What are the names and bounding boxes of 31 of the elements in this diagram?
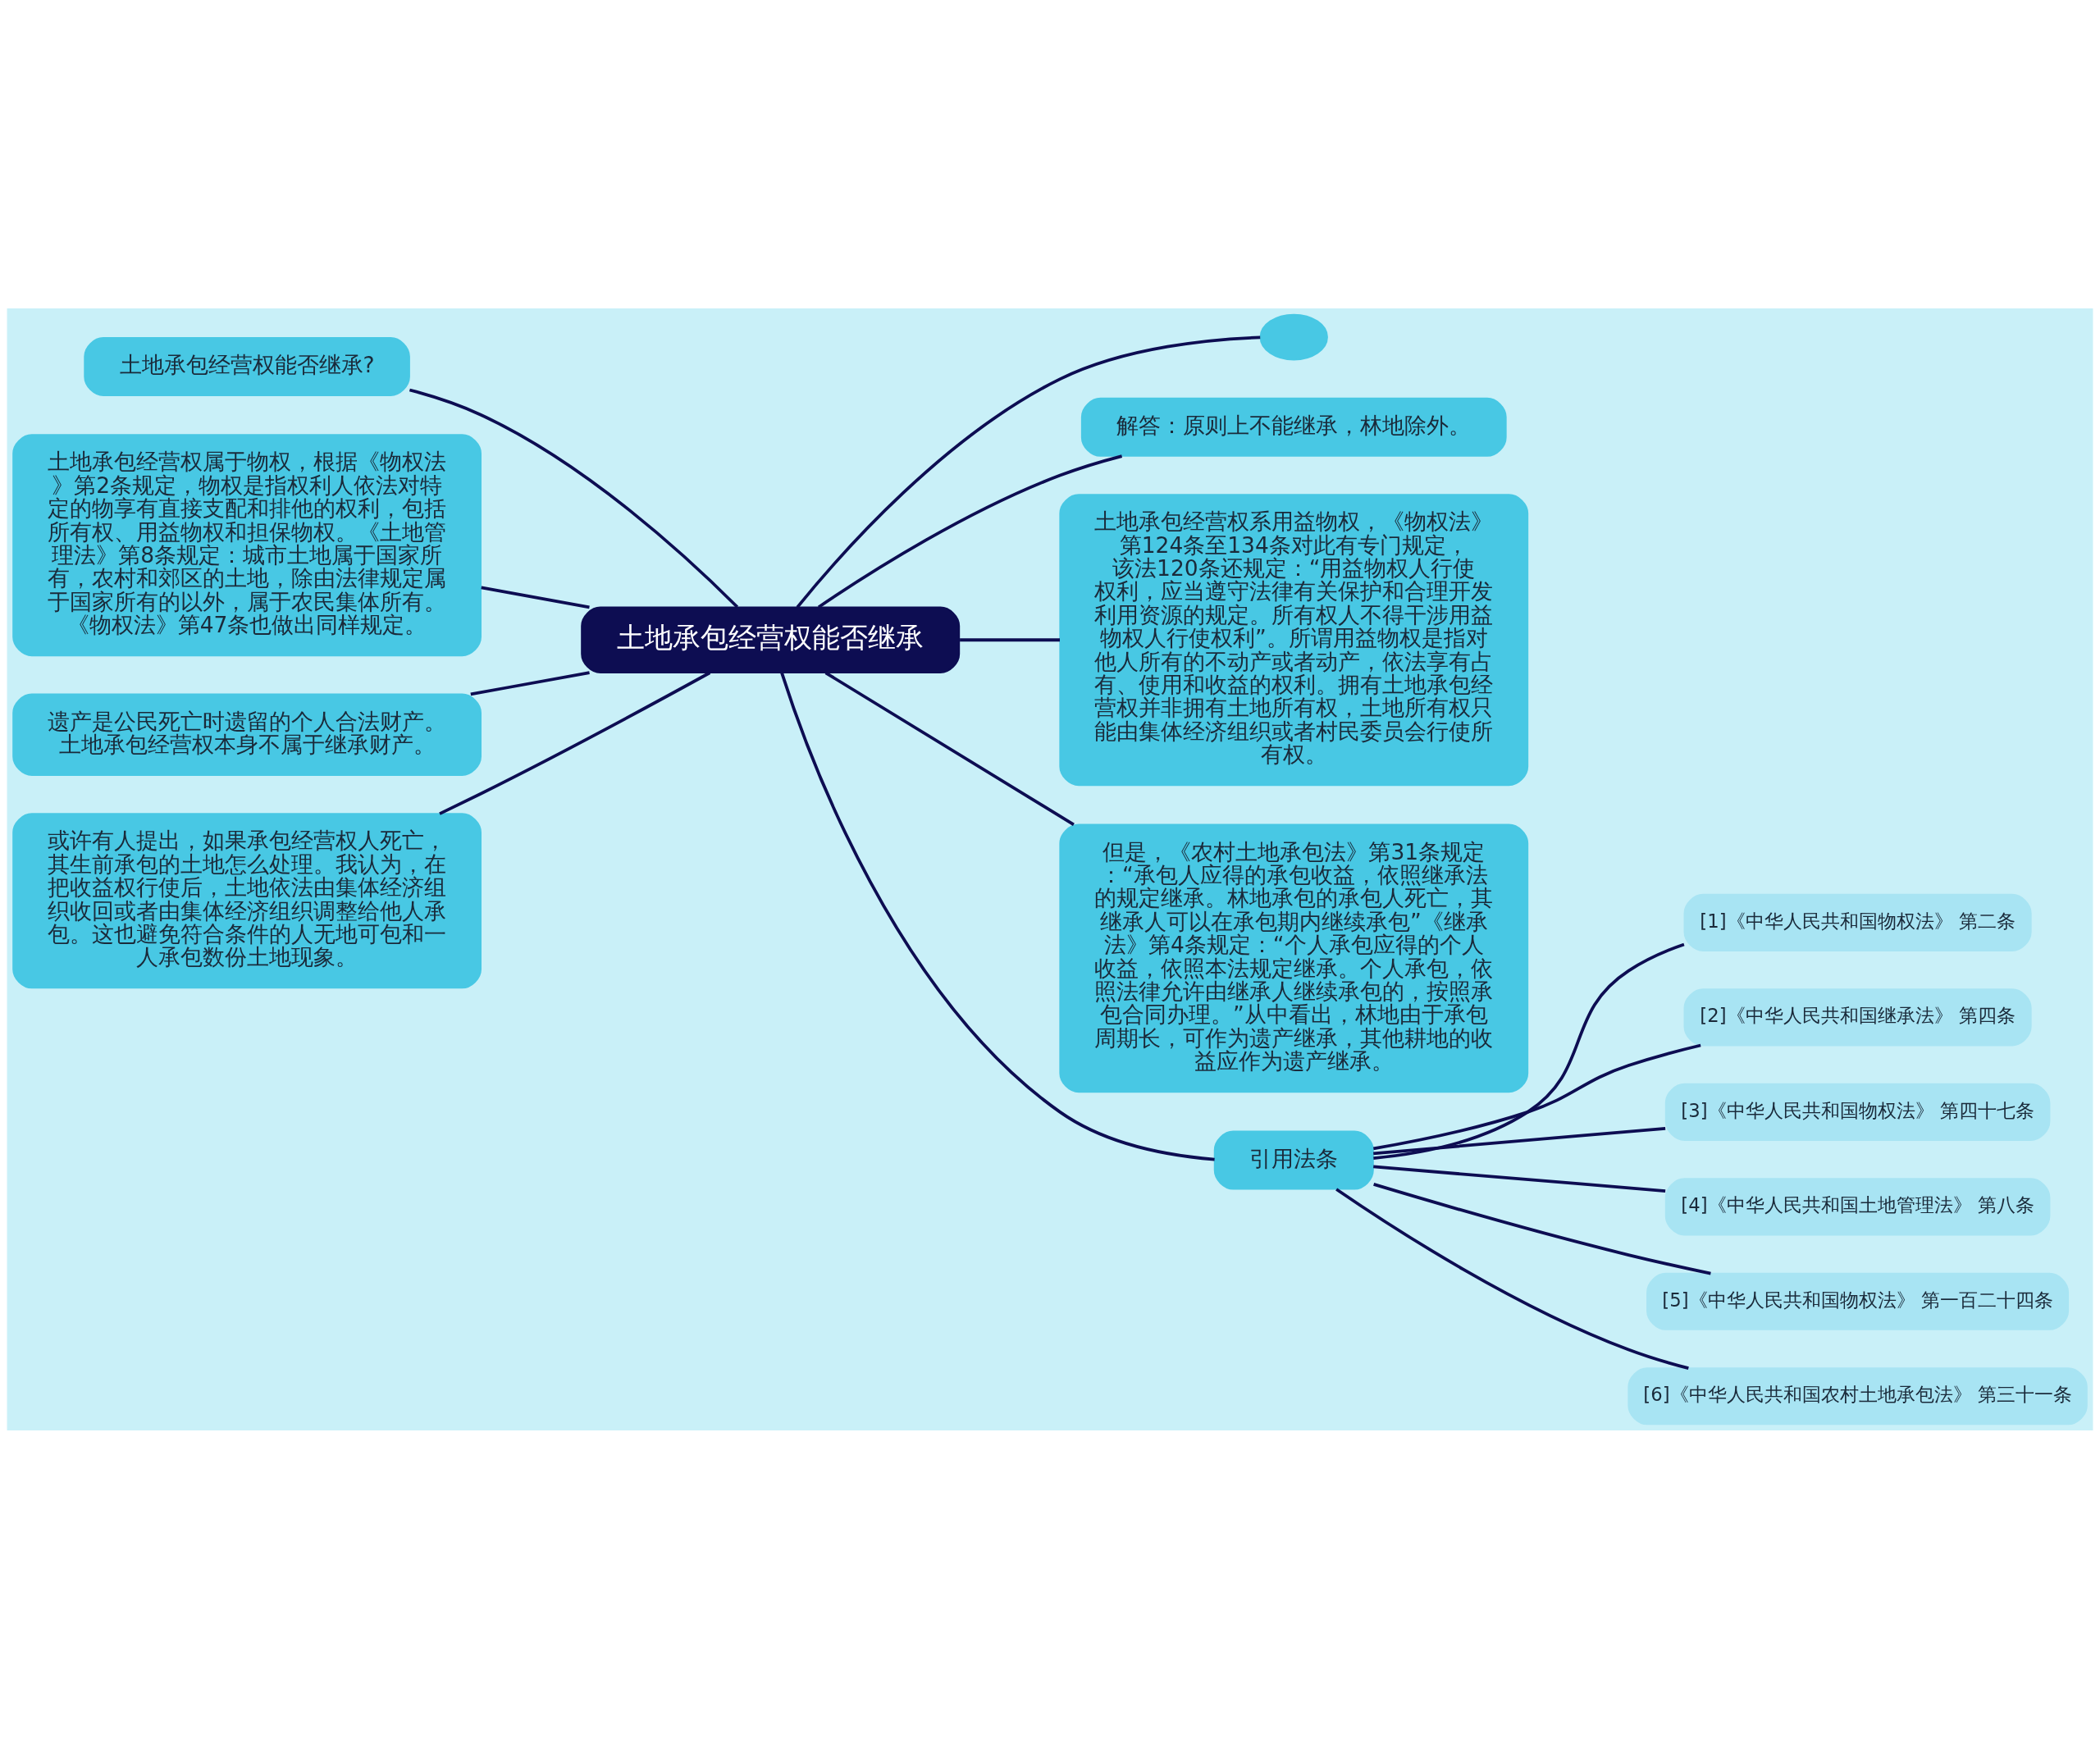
- connector: [439, 671, 711, 815]
- node-box: [5]《中华人民共和国物权法》 第一百二十四条: [1646, 1272, 2070, 1330]
- connector: [1373, 1165, 1666, 1193]
- connector: [470, 670, 590, 696]
- node-box: 引用法条: [1213, 1130, 1374, 1189]
- connector: [960, 637, 1060, 641]
- connector: [1373, 1182, 1711, 1275]
- connector: [824, 671, 1075, 826]
- connector: [1372, 1043, 1701, 1150]
- node-box: 但是，《农村土地承包法》第31条规定：“承包人应得的承包收益，依照继承法的规定继承。林地承包的承包人死亡，其继承人可以在承包期内继续承包”《继承法》第4条规定：“个人承包应得的个人收益，依照本法规定继承。个人承包，依照法律允许由继承人继续承包的，按照承包合同办理。”从中看出，林地由于承包周期长，可作为遗产继承，其他耕地的收益应作为遗产继承。: [1059, 823, 1529, 1093]
- node-box: [4]《中华人民共和国土地管理法》 第八条: [1664, 1177, 2051, 1235]
- connector: [481, 586, 590, 609]
- connector: [817, 454, 1123, 609]
- node-ellipse: [1259, 313, 1328, 360]
- node-box: 土地承包经营权能否继承?: [84, 336, 410, 396]
- node-box: 或许有人提出，如果承包经营权人死亡，其生前承包的土地怎么处理。我认为，在把收益权行使后，土地依法由集体经济组织收回或者由集体经济组织调整给他人承包。这也避免符合条件的人无地可包和一人承包数份土地现象。: [12, 812, 482, 988]
- connector: [780, 672, 1215, 1161]
- node-box: [1]《中华人民共和国物权法》 第二条: [1683, 893, 2032, 951]
- node-box: 土地承包经营权系用益物权，《物权法》第124条至134条对此有专门规定，该法120条还规定：“用益物权人行使权利，应当遵守法律有关保护和合理开发利用资源的规定。所有权人不得干涉用益物权人行使权利”。所谓用益物权是指对他人所有的不动产或者动产，依法享有占有、使用和收益的权利。拥有土地承包经营权并非拥有土地所有权，土地所有权只能由集体经济组织或者村民委员会行使所有权。: [1059, 493, 1529, 786]
- node-box: [2]《中华人民共和国继承法》 第四条: [1683, 988, 2032, 1046]
- connector: [1373, 942, 1685, 1160]
- node-box: [6]《中华人民共和国农村土地承包法》 第三十一条: [1628, 1366, 2088, 1425]
- node-box: 遗产是公民死亡时遗留的个人合法财产。土地承包经营权本身不属于继承财产。: [12, 693, 482, 776]
- node-box: 解答：原则上不能继承，林地除外。: [1080, 397, 1507, 457]
- node-box: 土地承包经营权属于物权，根据《物权法》第2条规定，物权是指权利人依法对特定的物享有直接支配和排他的权利，包括所有权、用益物权和担保物权。《土地管理法》第8条规定：城市土地属于国家所有，农村和郊区的土地，除由法律规定属于国家所有的以外，属于农民集体所有。《物权法》第47条也做出同样规定。: [12, 433, 482, 656]
- connector: [796, 335, 1261, 609]
- connector: [1335, 1187, 1689, 1370]
- connector: [409, 388, 739, 608]
- node-box: [3]《中华人民共和国物权法》 第四十七条: [1664, 1083, 2051, 1141]
- connector: [1373, 1126, 1666, 1155]
- node-box: 土地承包经营权能否继承: [581, 606, 961, 673]
